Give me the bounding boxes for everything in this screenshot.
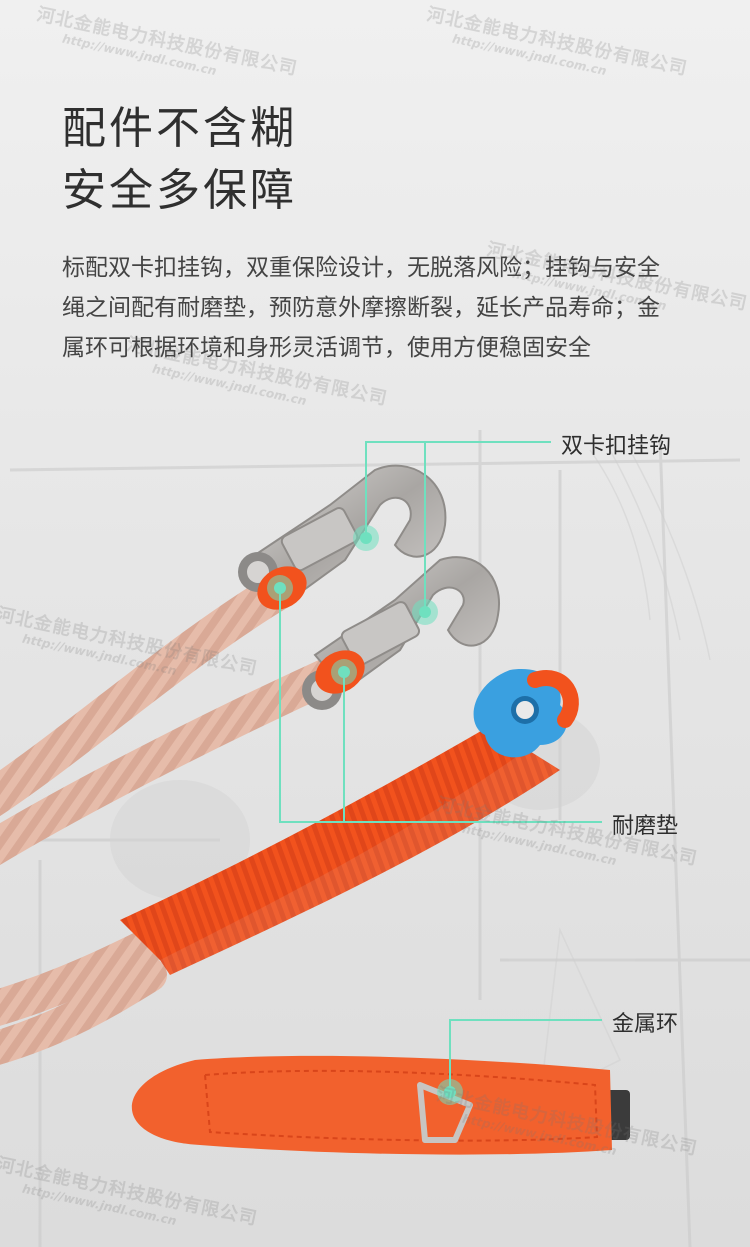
- headline: 配件不含糊 安全多保障: [62, 98, 297, 222]
- headline-line-1: 配件不含糊: [62, 103, 297, 154]
- headline-line-2: 安全多保障: [62, 165, 297, 216]
- callout-label-ring: 金属环: [612, 1012, 679, 1037]
- description: 标配双卡扣挂钩，双重保险设计，无脱落风险；挂钩与安全绳之间配有耐磨垫，预防意外摩…: [62, 255, 660, 361]
- callout-label-pad: 耐磨垫: [612, 814, 679, 839]
- callout-label-hooks: 双卡扣挂钩: [561, 434, 672, 459]
